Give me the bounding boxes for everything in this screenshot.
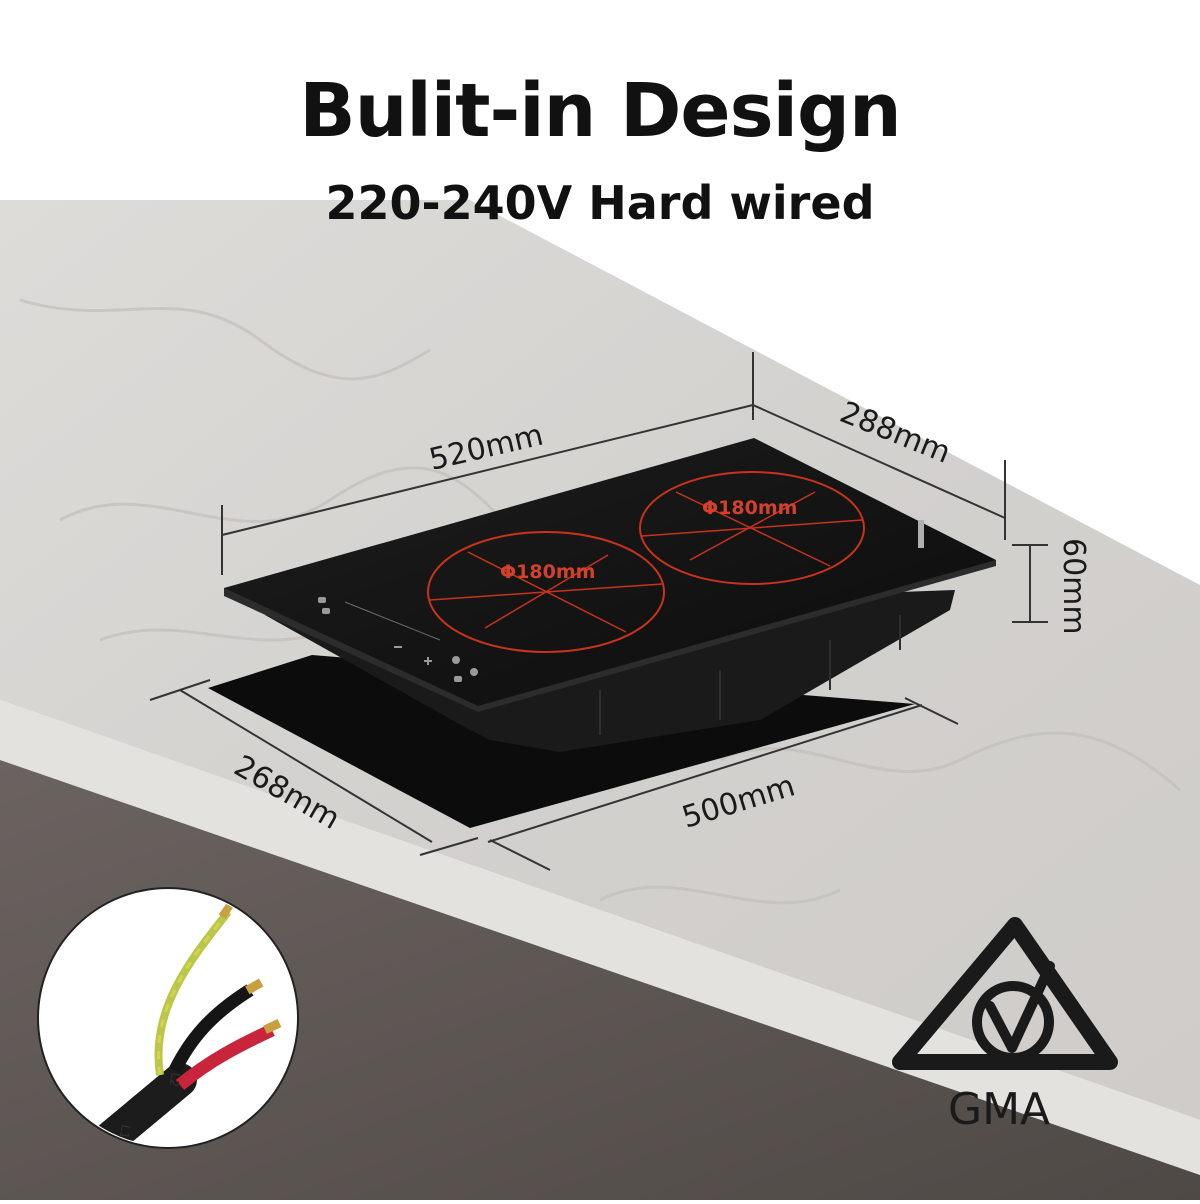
red-wire [175, 1024, 275, 1090]
cooking-zone-left [427, 531, 665, 653]
zone-left-label: Φ180mm [500, 561, 595, 583]
hob-body-ribs [599, 615, 901, 735]
main-cable [43, 1063, 197, 1146]
control-panel [318, 520, 924, 682]
gma-certification-mark: GMA [892, 917, 1118, 1135]
zone-right-label: Φ180mm [702, 497, 797, 519]
marble-veins [19, 298, 1181, 905]
wiring-inset: L2 L1 [37, 887, 299, 1149]
zone-select-icon [452, 656, 460, 664]
dim-height: 60mm [1056, 538, 1091, 635]
cooking-zone-right [639, 471, 865, 585]
earth-wire-tip [218, 902, 234, 920]
gma-text: GMA [948, 1084, 1050, 1135]
black-wire [169, 984, 254, 1073]
minus-icon [394, 646, 402, 648]
dimension-lines [149, 352, 1048, 871]
lock-icon [322, 608, 330, 614]
wire-label-l2: L2 [167, 1071, 183, 1088]
black-wire-tip [245, 978, 264, 995]
timer-icon [454, 676, 462, 682]
wire-label-l1: L1 [117, 1123, 133, 1140]
power-icon [318, 597, 326, 603]
zone-select-icon-2 [470, 668, 478, 676]
plus-icon-v [427, 657, 429, 665]
slider-line [344, 601, 441, 641]
earth-wire-stripe [157, 911, 230, 1076]
brand-logo [918, 520, 924, 548]
page-subtitle: 220-240V Hard wired [325, 176, 875, 230]
glass-top [224, 438, 996, 706]
gma-circle [972, 981, 1054, 1063]
cabinet-front [0, 760, 1200, 1200]
red-wire-tip [263, 1018, 282, 1034]
check-icon [985, 961, 1055, 1053]
page-title: Bulit-in Design [299, 68, 901, 154]
